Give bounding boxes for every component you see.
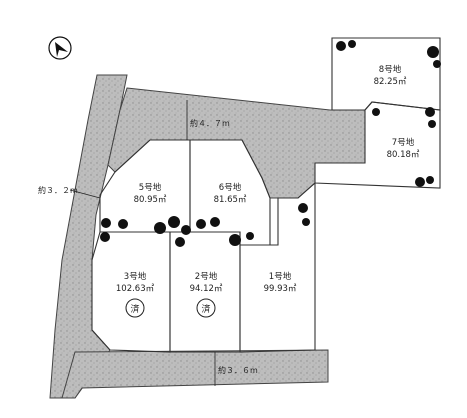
tree — [348, 40, 356, 48]
lot-7-boundary — [314, 101, 441, 189]
sold-mark: 済 — [130, 303, 139, 315]
tree — [425, 107, 435, 117]
lot-3-number: 3号地 — [124, 271, 147, 282]
north-arrow-icon — [48, 36, 72, 60]
sold-mark: 済 — [201, 303, 210, 315]
tree — [298, 203, 308, 213]
lot-8-number: 8号地 — [379, 64, 402, 75]
west-road-dimension-line — [69, 189, 101, 199]
lot-6-number: 6号地 — [219, 182, 242, 193]
tree — [426, 176, 434, 184]
lot-1-boundary — [239, 181, 316, 353]
lot-5-number: 5号地 — [139, 182, 162, 193]
tree — [428, 120, 436, 128]
south-road — [61, 349, 329, 399]
tree — [175, 237, 185, 247]
west-road — [49, 74, 128, 399]
tree — [210, 217, 220, 227]
lot-2-number: 2号地 — [195, 271, 218, 282]
tree — [427, 46, 439, 58]
tree — [302, 218, 310, 226]
south-road-width-label: 約３．６m — [218, 365, 258, 375]
lot-2-area: 94.12㎡ — [190, 284, 223, 294]
north-road-width-label: 約４．７m — [190, 118, 230, 128]
tree — [372, 108, 380, 116]
tree — [101, 218, 111, 228]
tree — [100, 232, 110, 242]
tree — [196, 219, 206, 229]
lot-8-area: 82.25㎡ — [374, 77, 407, 87]
lot-1-number: 1号地 — [269, 271, 292, 282]
lot-5-area: 80.95㎡ — [134, 195, 167, 205]
tree — [181, 225, 191, 235]
tree — [118, 219, 128, 229]
lot-2-sold-badge: 済 — [196, 298, 216, 318]
tree — [336, 41, 346, 51]
lot-3-area: 102.63㎡ — [116, 284, 155, 294]
tree — [229, 234, 241, 246]
lot-7-area: 80.18㎡ — [387, 150, 420, 160]
lot-7-number: 7号地 — [392, 137, 415, 148]
west-road-width-label: 約３．２m — [38, 185, 78, 195]
lot-1-area: 99.93㎡ — [264, 284, 297, 294]
tree — [168, 216, 180, 228]
tree — [415, 177, 425, 187]
tree — [246, 232, 254, 240]
tree — [154, 222, 166, 234]
lot-3-sold-badge: 済 — [125, 298, 145, 318]
trees — [100, 40, 441, 247]
tree — [433, 60, 441, 68]
lot-6-area: 81.65㎡ — [214, 195, 247, 205]
